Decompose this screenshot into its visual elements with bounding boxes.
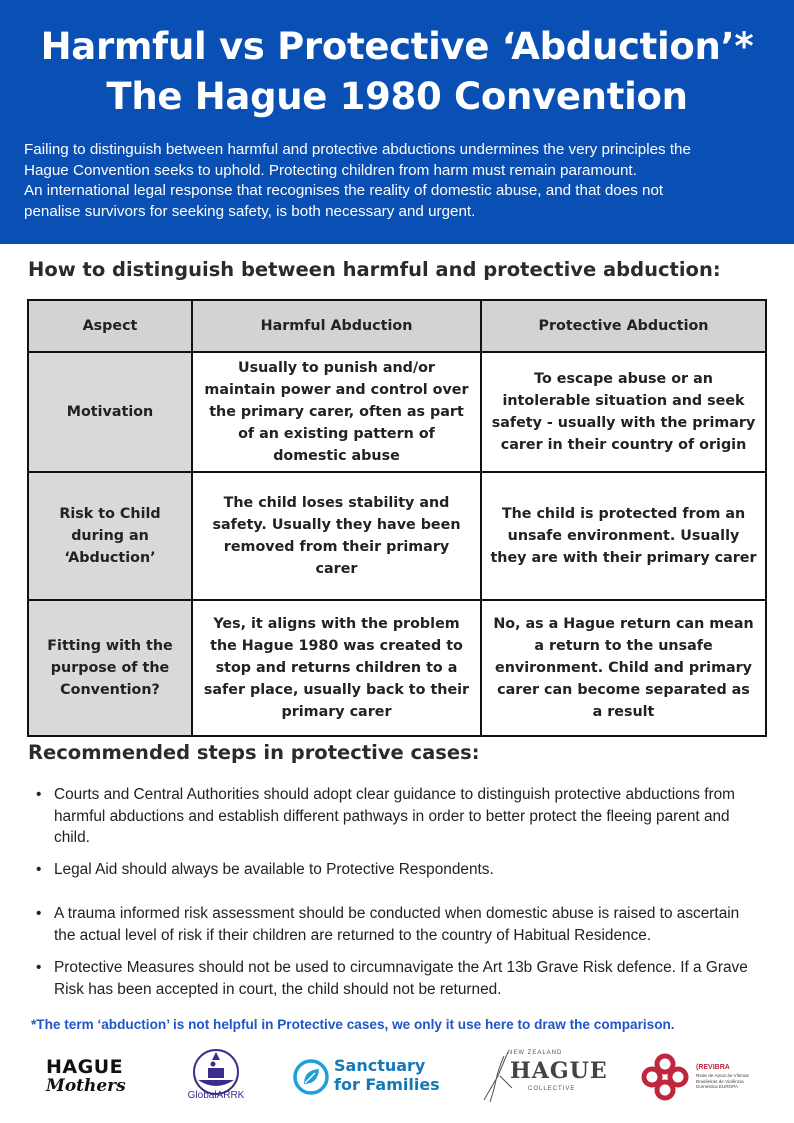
intro-line: Hague Convention seeks to uphold. Protec… [24,161,637,179]
list-item: • A trauma informed risk assessment shou… [36,903,762,946]
logo-text-line: Sanctuary [334,1056,426,1075]
intro-paragraph: Failing to distinguish between harmful a… [24,140,774,222]
figure-icon [483,1051,513,1103]
bullet-icon: • [36,786,42,803]
logo-text: HAGUE [46,1056,124,1078]
list-item: • Courts and Central Authorities should … [36,784,762,849]
logo-text: Mothers [46,1076,126,1096]
logo-text: NEW ZEALAND [508,1050,563,1056]
column-header-harmful: Harmful Abduction [191,299,482,353]
step-text: Courts and Central Authorities should ad… [54,786,736,846]
step-text: A trauma informed risk assessment should… [54,905,740,944]
globalarrk-logo: GlobalARRK [186,1046,246,1112]
list-item: • Protective Measures should not be used… [36,957,762,1000]
logo-text: GlobalARRK [187,1090,245,1101]
steps-heading: Recommended steps in protective cases: [28,741,480,764]
harmful-cell: The child loses stability and safety. Us… [191,471,482,601]
logo-text: HAGUE [510,1058,608,1084]
bullet-icon: • [36,905,42,922]
leaf-circle-icon [293,1059,329,1095]
title-line-1: Harmful vs Protective ‘Abduction’* [40,25,754,68]
logo-text: Rede de Apoio às Vítimas Brasileiras de … [696,1073,749,1090]
title-line-2: The Hague 1980 Convention [106,75,688,118]
step-text: Legal Aid should always be available to … [54,861,494,878]
distinguish-heading: How to distinguish between harmful and p… [28,258,721,281]
footnote: *The term ‘abduction’ is not helpful in … [31,1017,675,1032]
table-row: Fitting with the purpose of the Conventi… [27,599,767,737]
intro-line: Failing to distinguish between harmful a… [24,141,691,158]
aspect-cell: Risk to Child during an ‘Abduction’ [27,471,193,601]
table-row: Motivation Usually to punish and/or main… [27,351,767,473]
bullet-icon: • [36,959,42,976]
column-header-aspect: Aspect [27,299,193,353]
revibra-logo: (REVIBRA Rede de Apoio às Vítimas Brasil… [640,1050,750,1106]
harmful-cell: Usually to punish and/or maintain power … [191,351,482,473]
protective-cell: To escape abuse or an intolerable situat… [480,351,767,473]
flower-heart-icon [641,1053,689,1101]
intro-line: An international legal response that rec… [24,182,664,199]
ark-icon [193,1049,239,1095]
partner-logos: HAGUE Mothers GlobalARRK Sanctuary for F… [0,1040,794,1120]
bullet-icon: • [36,861,42,878]
harmful-cell: Yes, it aligns with the problem the Hagu… [191,599,482,737]
logo-text: COLLECTIVE [528,1086,576,1092]
hague-mothers-logo: HAGUE Mothers [46,1056,132,1106]
aspect-cell: Fitting with the purpose of the Conventi… [27,599,193,737]
aspect-cell: Motivation [27,351,193,473]
protective-cell: The child is protected from an unsafe en… [480,471,767,601]
comparison-table: Aspect Harmful Abduction Protective Abdu… [27,299,767,737]
logo-text: Sanctuary for Families [334,1056,440,1094]
list-item: • Legal Aid should always be available t… [36,859,762,881]
table-header-row: Aspect Harmful Abduction Protective Abdu… [27,299,767,353]
step-text: Protective Measures should not be used t… [54,959,748,998]
table-row: Risk to Child during an ‘Abduction’ The … [27,471,767,601]
sanctuary-logo: Sanctuary for Families [292,1054,442,1098]
nz-hague-collective-logo: NEW ZEALAND HAGUE COLLECTIVE [478,1046,607,1106]
page-title: Harmful vs Protective ‘Abduction’* The H… [0,22,794,122]
logo-text: (REVIBRA [696,1064,730,1071]
logo-text-line: for Families [334,1075,440,1094]
protective-cell: No, as a Hague return can mean a return … [480,599,767,737]
intro-line: penalise survivors for seeking safety, i… [24,202,476,220]
header-banner: Harmful vs Protective ‘Abduction’* The H… [0,0,794,244]
column-header-protective: Protective Abduction [480,299,767,353]
